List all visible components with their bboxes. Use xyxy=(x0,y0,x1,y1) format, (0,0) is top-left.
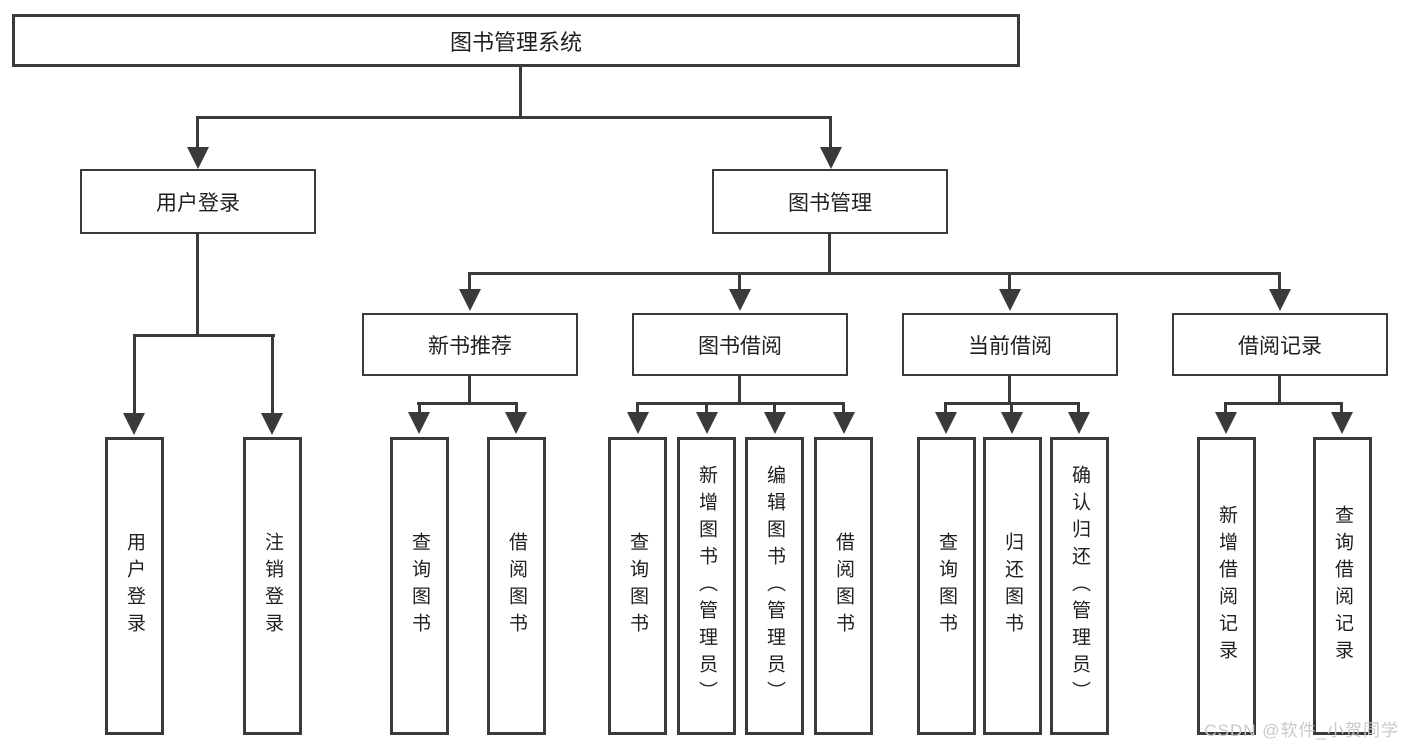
leaf-logout: 注销登录 xyxy=(243,437,302,735)
connector-line xyxy=(1010,402,1013,414)
arrow-down-icon xyxy=(1001,412,1023,434)
connector-line xyxy=(738,272,741,290)
connector-line xyxy=(468,272,471,290)
arrow-down-icon xyxy=(729,289,751,311)
node-label: 新增借阅记录 xyxy=(1216,505,1237,667)
arrow-down-icon xyxy=(696,412,718,434)
node-label: 查询图书 xyxy=(936,532,957,640)
node-current-borrowing: 当前借阅 xyxy=(902,313,1118,376)
leaf-user-login: 用户登录 xyxy=(105,437,164,735)
connector-line xyxy=(468,272,1281,275)
arrow-down-icon xyxy=(999,289,1021,311)
node-book-management: 图书管理 xyxy=(712,169,948,234)
connector-line xyxy=(1278,272,1281,290)
connector-line xyxy=(271,334,274,414)
node-user-login: 用户登录 xyxy=(80,169,316,234)
node-label: 图书管理 xyxy=(788,191,872,215)
node-label: 查询图书 xyxy=(627,532,648,640)
connector-line xyxy=(1340,402,1343,414)
node-label: 借阅图书 xyxy=(506,532,527,640)
arrow-down-icon xyxy=(627,412,649,434)
connector-line xyxy=(519,67,522,118)
connector-line xyxy=(1008,376,1011,404)
leaf-return-book: 归还图书 xyxy=(983,437,1042,735)
connector-line xyxy=(1224,402,1343,405)
leaf-query-books-current: 查询图书 xyxy=(917,437,976,735)
node-new-book-recommend: 新书推荐 xyxy=(362,313,578,376)
arrow-down-icon xyxy=(187,147,209,169)
connector-line xyxy=(1224,402,1227,414)
node-label: 新书推荐 xyxy=(428,334,512,358)
node-label: 查询图书 xyxy=(409,532,430,640)
arrow-down-icon xyxy=(833,412,855,434)
leaf-query-borrow-record: 查询借阅记录 xyxy=(1313,437,1372,735)
node-label: 图书借阅 xyxy=(698,334,782,358)
connector-line xyxy=(468,376,471,404)
node-label: 图书管理系统 xyxy=(449,29,582,55)
connector-line xyxy=(418,402,421,414)
leaf-borrow-books: 借阅图书 xyxy=(814,437,873,735)
connector-line xyxy=(196,234,199,336)
connector-line xyxy=(738,376,741,404)
connector-line xyxy=(515,402,518,414)
node-label: 借阅图书 xyxy=(833,532,854,640)
connector-line xyxy=(417,402,518,405)
connector-line xyxy=(196,116,832,119)
arrow-down-icon xyxy=(1331,412,1353,434)
leaf-confirm-return-admin: 确认归还（管理员） xyxy=(1050,437,1109,735)
node-borrowing-records: 借阅记录 xyxy=(1172,313,1388,376)
connector-line xyxy=(1077,402,1080,414)
leaf-query-books-recommend: 查询图书 xyxy=(390,437,449,735)
arrow-down-icon xyxy=(408,412,430,434)
connector-line xyxy=(196,116,199,148)
connector-line xyxy=(133,334,275,337)
connector-line xyxy=(1008,272,1011,290)
connector-line xyxy=(944,402,947,414)
node-label: 编辑图书（管理员） xyxy=(764,464,785,708)
arrow-down-icon xyxy=(1215,412,1237,434)
connector-line xyxy=(842,402,845,414)
arrow-down-icon xyxy=(935,412,957,434)
csdn-watermark: CSDN @软件_小贺同学 xyxy=(1204,721,1399,740)
connector-line xyxy=(828,234,831,274)
node-label: 当前借阅 xyxy=(968,334,1052,358)
arrow-down-icon xyxy=(505,412,527,434)
connector-line xyxy=(829,116,832,148)
leaf-borrow-books-recommend: 借阅图书 xyxy=(487,437,546,735)
node-label: 借阅记录 xyxy=(1238,334,1322,358)
connector-line xyxy=(1278,376,1281,404)
connector-line xyxy=(705,402,708,414)
arrow-down-icon xyxy=(459,289,481,311)
leaf-query-books-borrow: 查询图书 xyxy=(608,437,667,735)
connector-line xyxy=(636,402,845,405)
arrow-down-icon xyxy=(820,147,842,169)
connector-line xyxy=(773,402,776,414)
arrow-down-icon xyxy=(764,412,786,434)
connector-line xyxy=(636,402,639,414)
connector-line xyxy=(133,334,136,414)
leaf-add-borrow-record: 新增借阅记录 xyxy=(1197,437,1256,735)
node-label: 查询借阅记录 xyxy=(1332,505,1353,667)
node-label: 注销登录 xyxy=(262,532,283,640)
node-label: 归还图书 xyxy=(1002,532,1023,640)
node-book-borrowing: 图书借阅 xyxy=(632,313,848,376)
leaf-add-book-admin: 新增图书（管理员） xyxy=(677,437,736,735)
node-label: 新增图书（管理员） xyxy=(696,464,717,708)
arrow-down-icon xyxy=(123,413,145,435)
node-library-management-system: 图书管理系统 xyxy=(12,14,1020,67)
arrow-down-icon xyxy=(261,413,283,435)
leaf-edit-book-admin: 编辑图书（管理员） xyxy=(745,437,804,735)
node-label: 用户登录 xyxy=(156,191,240,215)
node-label: 用户登录 xyxy=(124,532,145,640)
arrow-down-icon xyxy=(1269,289,1291,311)
arrow-down-icon xyxy=(1068,412,1090,434)
node-label: 确认归还（管理员） xyxy=(1069,464,1090,708)
